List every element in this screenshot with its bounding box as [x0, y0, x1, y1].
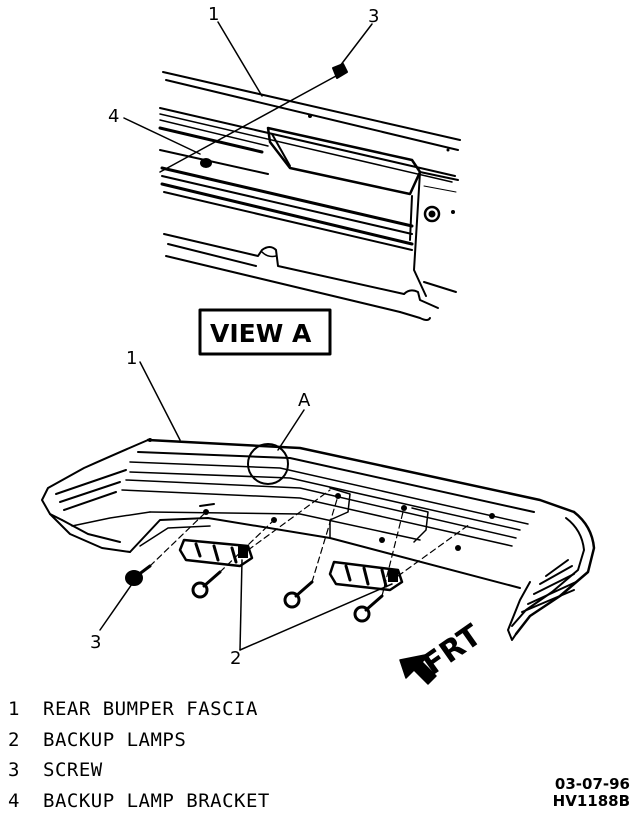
drawing-code: HV1188B	[552, 792, 630, 810]
view-a-circle	[248, 444, 288, 484]
legend-text: BACKUP LAMP BRACKET	[43, 789, 270, 812]
rear-bumper-fascia	[42, 438, 594, 640]
parts-legend: 1 REAR BUMPER FASCIA 2 BACKUP LAMPS 3 SCREW…	[8, 694, 270, 816]
view-a-detail	[124, 22, 460, 354]
legend-number: 4	[8, 789, 20, 812]
backup-lamp-left	[180, 540, 252, 566]
lamp-opening	[268, 128, 420, 194]
legend-number: 1	[8, 698, 20, 720]
legend-item: 2 BACKUP LAMPS	[8, 725, 270, 756]
callout-view-3: 3	[368, 6, 379, 27]
bumper-diagram: 1 3 4 VIEW A 1 A 3 2 FRT	[0, 4, 640, 690]
legend-item: 4 BACKUP LAMP BRACKET	[8, 786, 270, 817]
callout-main-1: 1	[126, 348, 137, 369]
view-a-label: VIEW A	[210, 319, 312, 348]
callout-main-3: 3	[90, 632, 101, 653]
bracket-screw-detail	[201, 159, 211, 167]
callout-main-2: 2	[230, 648, 241, 669]
view-a-label-box	[200, 310, 330, 354]
callout-view-4: 4	[108, 106, 119, 127]
legend-text: BACKUP LAMPS	[43, 728, 187, 751]
legend-number: 3	[8, 759, 20, 781]
drawing-date: 03-07-96	[554, 775, 630, 793]
callout-view-1: 1	[208, 4, 219, 25]
callout-main-a: A	[298, 390, 311, 411]
backup-lamp-right	[330, 562, 402, 590]
screw-icon-group	[126, 566, 382, 621]
screw-head-detail	[425, 207, 439, 221]
legend-text: REAR BUMPER FASCIA	[43, 698, 258, 720]
front-direction-arrow	[400, 654, 436, 684]
drawing-stamp: 03-07-96 HV1188B	[553, 776, 630, 810]
legend-item: 3 SCREW	[8, 755, 270, 786]
legend-text: SCREW	[43, 759, 103, 781]
legend-number: 2	[8, 728, 20, 751]
legend-item: 1 REAR BUMPER FASCIA	[8, 694, 270, 725]
